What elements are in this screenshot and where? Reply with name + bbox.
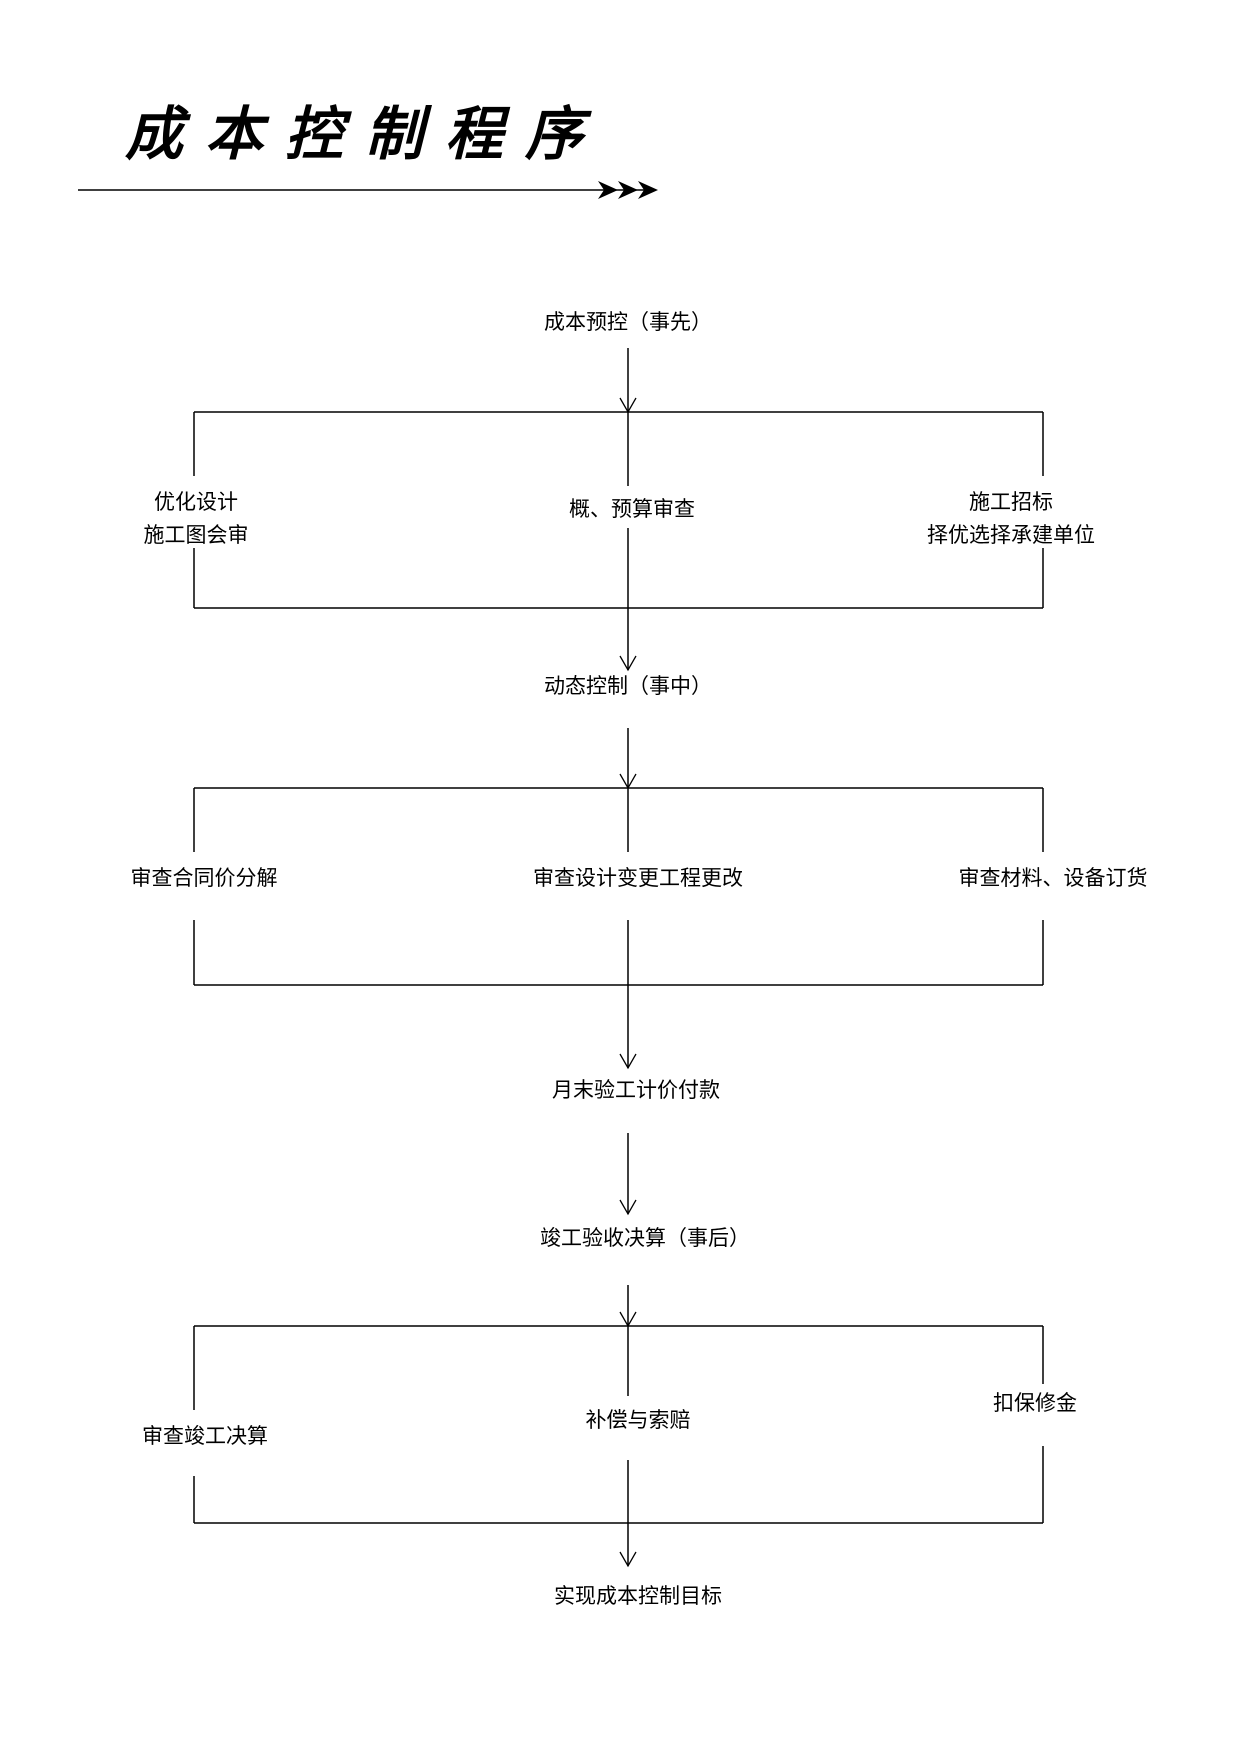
- group1-box: [193, 411, 1044, 609]
- group3-right: 扣保修金: [993, 1391, 1077, 1415]
- stage-post-label: 竣工验收决算（事后）: [540, 1226, 750, 1250]
- stage-monthly-label: 月末验工计价付款: [552, 1078, 720, 1102]
- group1-right-line1: 施工招标: [969, 490, 1053, 514]
- group3-center: 补偿与索赔: [586, 1408, 691, 1432]
- stage-pre-label: 成本预控（事先）: [544, 310, 712, 334]
- group1-right-line2: 择优选择承建单位: [927, 523, 1095, 547]
- page-title: 成本控制程序: [125, 100, 606, 168]
- group2-center: 审查设计变更工程更改: [533, 866, 743, 890]
- group2-right: 审查材料、设备订货: [959, 866, 1148, 890]
- stage-mid-label: 动态控制（事中）: [544, 674, 712, 698]
- group1-left-line1: 优化设计: [154, 490, 238, 514]
- group2-box: [193, 787, 1044, 986]
- title-underline: [78, 181, 658, 199]
- group3-box: [193, 1325, 1044, 1524]
- group1-center: 概、预算审查: [569, 497, 695, 521]
- group3-left: 审查竣工决算: [142, 1424, 268, 1448]
- group2-left: 审查合同价分解: [131, 866, 278, 890]
- group1-left-line2: 施工图会审: [144, 523, 249, 547]
- goal-label: 实现成本控制目标: [554, 1584, 722, 1608]
